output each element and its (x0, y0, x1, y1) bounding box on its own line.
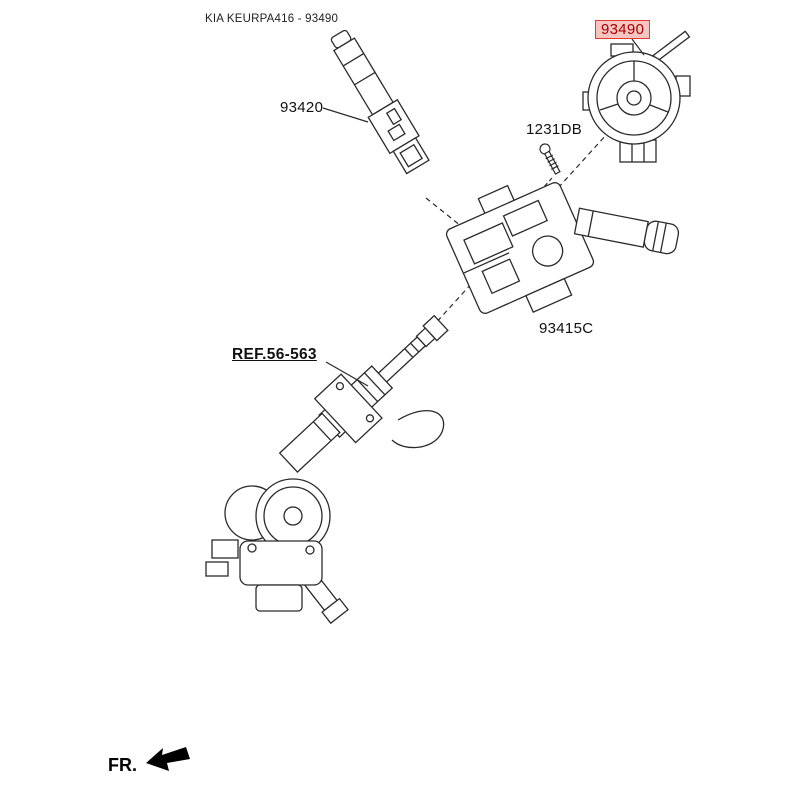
catalog-code: KIA KEURPA416 - 93490 (205, 13, 339, 25)
part-label-93490-highlighted[interactable]: 93490 (595, 20, 651, 39)
front-direction-label: FR. (108, 755, 137, 775)
screw-art (539, 143, 561, 175)
front-arrow-icon (146, 747, 190, 771)
steering-column-art (205, 314, 449, 625)
part-label-93415c[interactable]: 93415C (539, 320, 594, 337)
part-label-1231db[interactable]: 1231DB (526, 121, 583, 138)
clock-spring-art (582, 30, 691, 163)
stalk-switch-art (330, 29, 430, 175)
part-label-ref-56-563[interactable]: REF.56-563 (232, 346, 317, 363)
multifunction-switch-art (445, 182, 680, 314)
leader-lines (322, 38, 645, 387)
part-label-93420[interactable]: 93420 (280, 99, 324, 116)
